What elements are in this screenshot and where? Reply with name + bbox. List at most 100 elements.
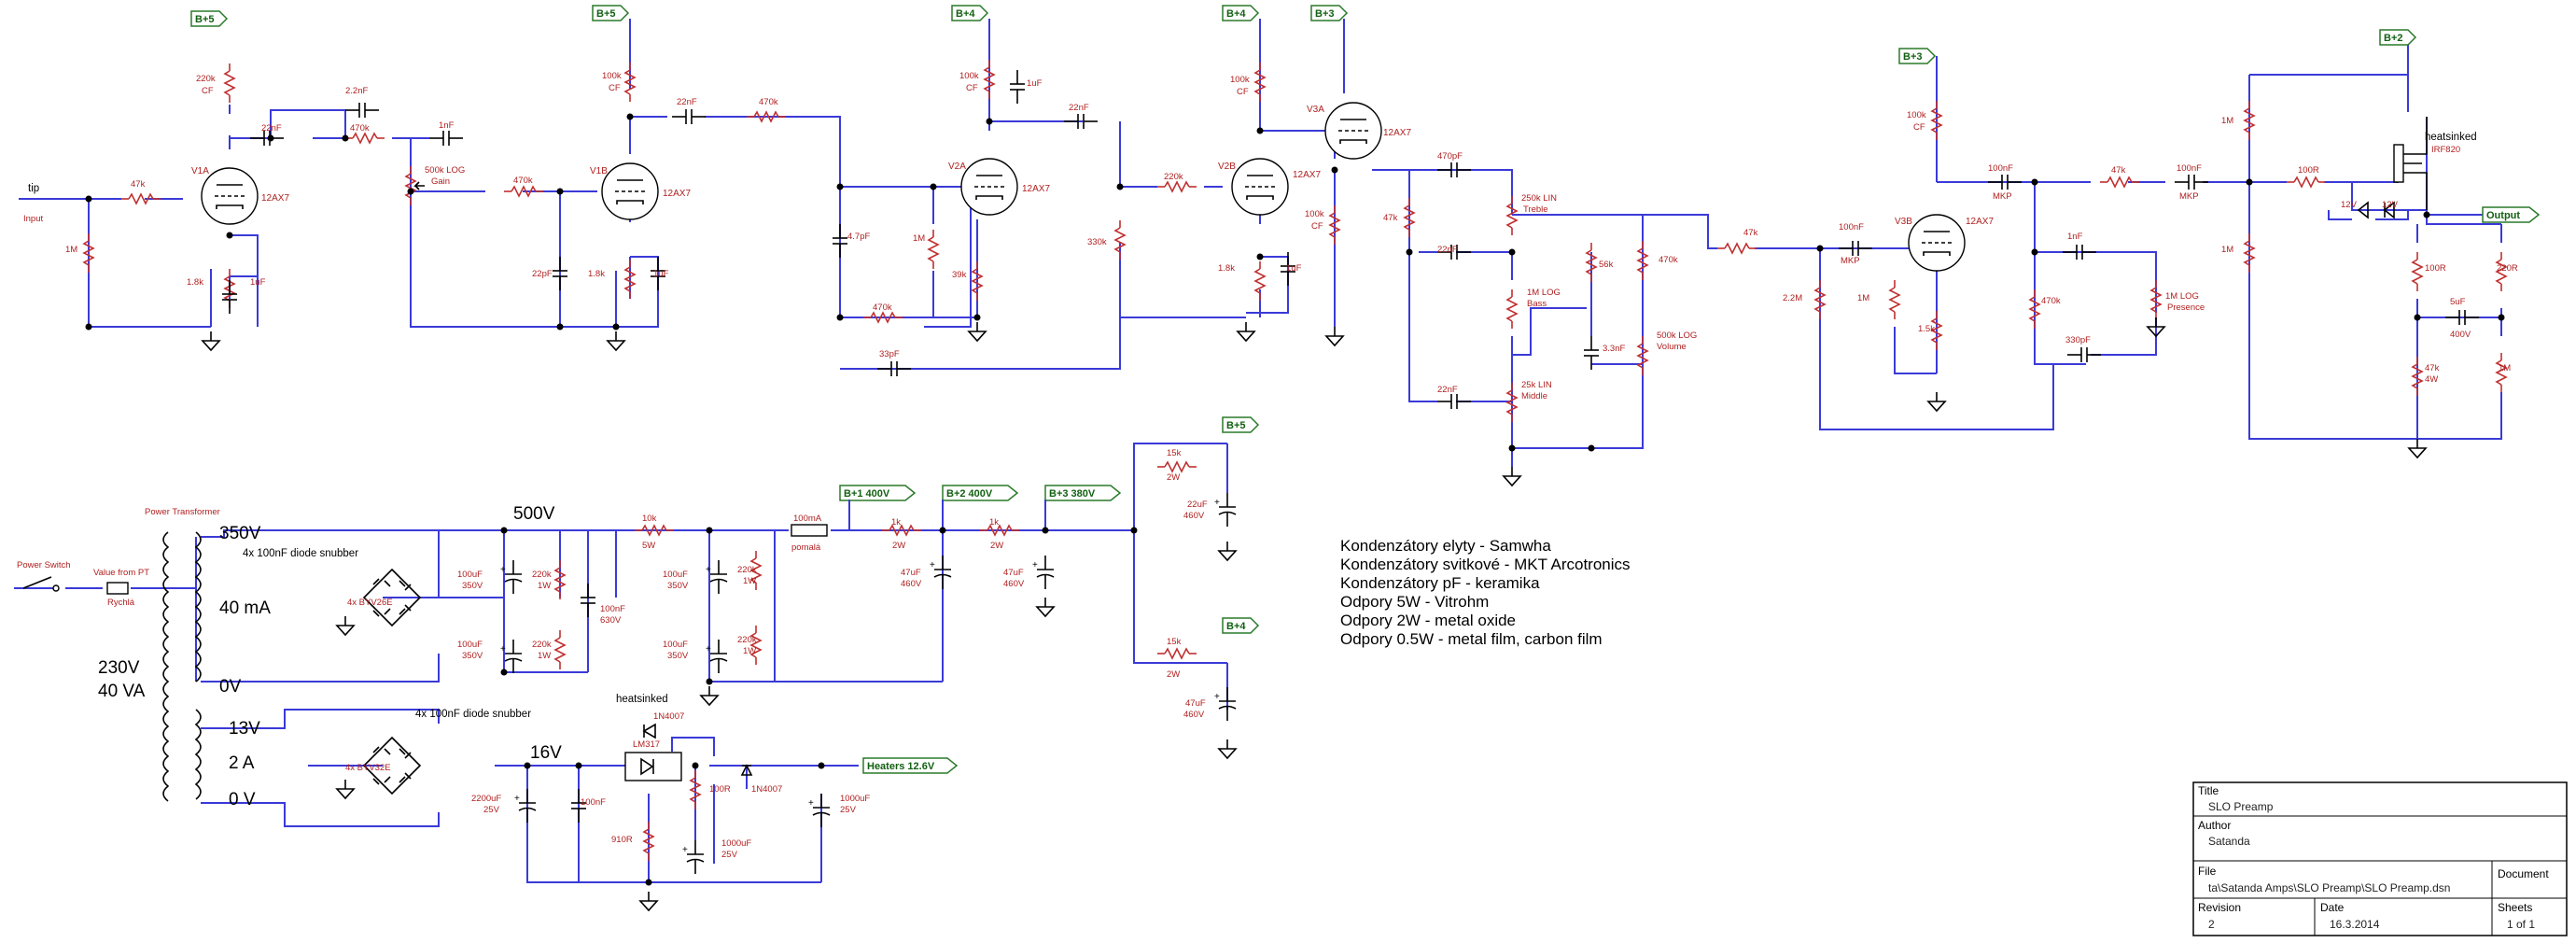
ma40-label: 40 mA (219, 598, 271, 618)
c100uf-c-label: 100uF (663, 570, 688, 580)
flag-bp5-a: B+5 (195, 14, 215, 25)
middle-label: Middle (1521, 391, 1547, 401)
c460v-c-label: 460V (1183, 511, 1205, 521)
cf-label: CF (202, 86, 214, 96)
c25v-b-label: 25V (721, 850, 738, 860)
r15k-a-label: 15k (1167, 448, 1182, 458)
r330k-label: 330k (1087, 237, 1107, 247)
preamp-wiring (19, 19, 2502, 467)
v13-label: 13V (229, 719, 260, 739)
c25v-c-label: 25V (840, 805, 857, 815)
r470k-label: 470k (350, 123, 370, 134)
r1m-label: 1M (65, 245, 77, 255)
r47k-3-label: 47k (1743, 228, 1758, 238)
c100nf-mkp-label: 100nF (1839, 222, 1864, 232)
c2200uf-label: 2200uF (471, 794, 501, 804)
c350v-c-label: 350V (667, 581, 689, 591)
c470pf-label: 470pF (1437, 151, 1463, 162)
c4p7-label: 4.7pF (847, 232, 870, 242)
r47k-label: 47k (131, 179, 146, 190)
flag-bp2: B+2 (2384, 33, 2403, 44)
c100nf-h-label: 100nF (581, 797, 606, 808)
cf-3-label: CF (966, 83, 978, 93)
preamp-labels: tip Input 220k CF 47k 1M V1A 12AX7 1.8k … (23, 71, 2518, 401)
r220k-c-label: 220k (737, 565, 757, 575)
note-3: Kondenzátory pF - keramika (1340, 574, 1540, 592)
revision-label: Revision (2198, 901, 2241, 914)
fuse2-label: 100mA (793, 514, 822, 524)
r1w-d-label: 1W (743, 646, 756, 656)
c350v-b-label: 350V (462, 651, 483, 661)
c1nf-2-label: 1nF (2067, 232, 2083, 242)
c1uf-2-label: 1uF (653, 269, 669, 279)
c47uf-c-label: 47uF (1185, 698, 1206, 709)
v350-label: 350V (219, 524, 261, 543)
flag-bp2-400: B+2 400V (946, 488, 993, 500)
v3a-label: V3A (1307, 105, 1324, 115)
r100r-1-label: 100R (2298, 165, 2319, 176)
r220k-label: 220k (196, 74, 216, 84)
date-value: 16.3.2014 (2330, 918, 2380, 931)
supply-flags: B+5 B+5 B+4 B+4 B+3 B+3 B+2 Output B+5 B… (190, 5, 2541, 774)
flag-bp5-psu: B+5 (1226, 420, 1246, 431)
r1k8-2-label: 1.8k (588, 269, 605, 279)
gain-pot-label: 500k LOG (425, 165, 465, 176)
fuse-label: Value from PT (93, 568, 149, 578)
r220k-d-label: 220k (737, 635, 757, 645)
sheets-label: Sheets (2498, 901, 2532, 914)
r220k-2-label: 220k (1164, 172, 1183, 182)
power-switch-label: Power Switch (17, 560, 71, 570)
presence-pot-label: 1M LOG (2165, 291, 2199, 302)
sheets-value: 1 of 1 (2507, 918, 2535, 931)
c47uf-a-label: 47uF (901, 568, 921, 578)
r1m-6-label: 1M (2499, 363, 2511, 373)
r1m-2-label: 1M (913, 233, 925, 244)
flag-heaters: Heaters 12.6V (867, 761, 935, 772)
v500-label: 500V (513, 504, 555, 524)
flag-bp4-b: B+4 (1226, 8, 1246, 20)
notes: Kondenzátory elyty - Samwha Kondenzátory… (1340, 537, 1631, 648)
transformer-label: Power Transformer (145, 507, 220, 517)
middle-pot-label: 25k LIN (1521, 380, 1552, 390)
r2m2-label: 2.2M (1783, 293, 1802, 303)
r2w-a-label: 2W (892, 541, 905, 551)
c1uf-4-label: 1uF (1286, 263, 1302, 274)
c47uf-b-label: 47uF (1003, 568, 1024, 578)
mkp-3-label: MKP (2179, 191, 2199, 202)
c22nf-2-label: 22nF (677, 97, 697, 107)
v0-1-label: 0V (219, 677, 242, 697)
r2w-d-label: 2W (1167, 669, 1180, 680)
flag-bp3-a: B+3 (1315, 8, 1335, 20)
bass-label: Bass (1527, 299, 1547, 309)
v16-label: 16V (530, 743, 562, 763)
r56k-label: 56k (1599, 260, 1614, 270)
c5uf-v-label: 400V (2450, 330, 2471, 340)
note-2: Kondenzátory svitkové - MKT Arcotronics (1340, 556, 1631, 573)
power-supply-labels: Power Switch Value from PT Rychlá Power … (17, 448, 1208, 860)
volume-label: Volume (1657, 342, 1687, 352)
r2w-b-label: 2W (990, 541, 1003, 551)
v1b-type: 12AX7 (663, 189, 691, 199)
fuse-type-label: Rychlá (107, 598, 135, 608)
r100r-label: 100R (709, 784, 731, 795)
r1w-c-label: 1W (743, 576, 756, 586)
mkp-label: MKP (1841, 256, 1860, 266)
r1k5-label: 1.5k (1918, 324, 1935, 334)
v1a-label: V1A (191, 166, 209, 176)
c2n2-label: 2.2nF (345, 86, 368, 96)
snubber2-label: 4x 100nF diode snubber (415, 709, 531, 720)
flag-bp3-b: B+3 (1903, 51, 1923, 63)
cf-2-label: CF (609, 83, 621, 93)
v2a-label: V2A (948, 162, 966, 172)
flag-bp3-380: B+3 380V (1049, 488, 1096, 500)
v630-label: 630V (600, 615, 622, 626)
r1k-b-label: 1k (989, 517, 999, 528)
r470k-5-label: 470k (1659, 255, 1678, 265)
c33pf-label: 33pF (879, 349, 900, 359)
preamp-resistors (83, 59, 2507, 397)
flag-bp4-psu: B+4 (1226, 621, 1246, 632)
r100k-2-label: 100k (959, 71, 979, 81)
flag-bp1-400: B+1 400V (844, 488, 890, 500)
author-label: Author (2198, 819, 2231, 832)
a2-label: 2 A (229, 753, 255, 773)
